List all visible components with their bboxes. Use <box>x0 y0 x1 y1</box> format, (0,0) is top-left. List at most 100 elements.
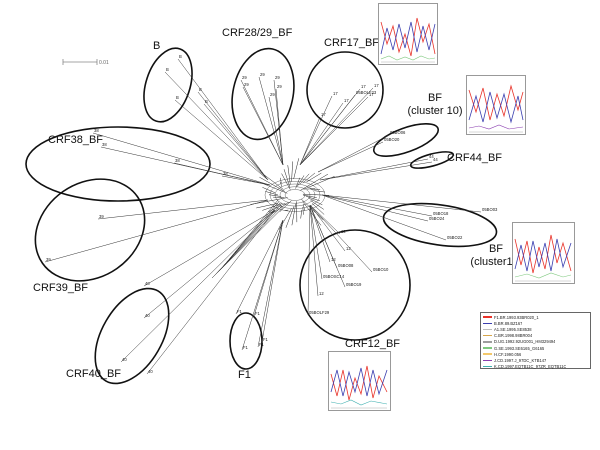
network-ring <box>264 178 326 212</box>
leaf-branch-crf40 <box>146 209 276 375</box>
leaf-label-crf40: 40 <box>148 369 153 374</box>
network-edge <box>291 161 293 182</box>
legend-swatch <box>483 359 492 362</box>
legend-swatch <box>483 322 492 325</box>
network-edge <box>265 191 279 196</box>
leaf-label-bf-cluster10: 05BO06 <box>390 130 406 135</box>
leaf-branch-bf-cluster10 <box>317 141 384 173</box>
leaf-label-f1: F1 <box>263 337 269 342</box>
leaf-label-crf17: 17 <box>344 98 349 103</box>
leaf-label-crf40: 40 <box>145 281 150 286</box>
legend-label: K.CD.1997.EQTB11C_97ZR_EQTB11C <box>494 364 567 370</box>
leaf-label-b: B <box>166 67 169 72</box>
network-edge <box>302 204 306 211</box>
leaf-branch-b <box>174 99 269 181</box>
cluster-ellipse-f1 <box>229 312 263 370</box>
cluster-ellipse-bf-cluster10 <box>372 123 440 157</box>
cluster-ellipses <box>25 47 498 385</box>
recombination-plot-cluster11 <box>512 222 575 284</box>
network-edge <box>293 158 299 180</box>
legend-label: J.CD.1997.J_97DC_KTB147 <box>494 357 547 363</box>
leaf-label-b: B <box>176 95 179 100</box>
network-ring <box>284 189 306 201</box>
leaf-branch-crf28-29 <box>242 86 284 166</box>
network-edge <box>279 181 283 187</box>
leaf-label-bf-cluster11: 05BO18 <box>433 211 449 216</box>
leaf-label-crf17: 17 <box>333 91 338 96</box>
legend-item: H.CF.1990.056 <box>483 351 588 357</box>
leaf-label-crf12: 05BOSC14 <box>323 274 345 279</box>
cluster-ellipse-b <box>143 47 193 123</box>
network-edge <box>305 195 321 202</box>
leaf-branch-f1 <box>261 219 284 343</box>
network-edge <box>260 182 288 194</box>
leaf-label-crf39: 39 <box>99 214 104 219</box>
leaf-branch-crf40 <box>143 209 276 287</box>
leaf-label-crf38: 38 <box>102 142 107 147</box>
leaf-branch-crf28-29 <box>258 76 284 166</box>
leaf-label-crf17: 17 <box>369 92 374 97</box>
cluster-ellipse-crf17 <box>306 51 384 129</box>
recombination-plot-crf17 <box>378 3 438 65</box>
cluster-label-crf40: CRF40_BF <box>66 368 122 380</box>
network-bundle <box>213 205 283 277</box>
leaf-label-crf38: 38 <box>94 128 99 133</box>
legend-item: B.BR.89.BZ167 <box>483 320 588 326</box>
cluster-label-f1: F1 <box>238 369 251 381</box>
leaf-branch-bf-cluster10 <box>317 134 390 173</box>
network-edge <box>302 201 322 226</box>
leaf-branch-crf39 <box>97 199 269 220</box>
legend-label: F1.BR.1993.93BR020_1 <box>494 314 539 320</box>
network-bundle <box>211 207 284 279</box>
leaf-label-crf28-29: 29 <box>242 75 247 80</box>
leaf-label-crf12: 12 <box>346 246 351 251</box>
cluster-ellipse-crf44 <box>409 151 455 169</box>
leaf-branch-crf12 <box>309 204 346 288</box>
leaf-branch-crf39 <box>44 199 269 263</box>
leaf-branch-crf12 <box>309 204 323 280</box>
cluster-label-crf28-29: CRF28/29_BF <box>222 27 293 39</box>
leaf-label-bf-cluster11: 05BO24 <box>429 216 445 221</box>
leaf-branches <box>44 58 482 375</box>
legend-swatch <box>483 341 492 343</box>
leaf-branch-crf12 <box>309 204 331 263</box>
leaf-branch-crf44 <box>319 161 433 181</box>
network-edge <box>281 173 291 190</box>
leaf-label-f1: F1 <box>259 342 265 347</box>
leaf-label-bf-cluster10: 05BO20 <box>384 137 400 142</box>
network-edge <box>302 172 316 184</box>
leaf-label-crf44: 44 <box>433 157 438 162</box>
cluster-label-b: B <box>153 40 161 52</box>
network-edge <box>291 203 296 226</box>
leaf-label-crf12: 05BO08 <box>338 263 354 268</box>
cluster-label-crf39: CRF39_BF <box>33 282 89 294</box>
legend-item: D.UG.1992.92UG001_HM329494 <box>483 339 588 345</box>
leaf-label-crf44: 44 <box>429 154 434 159</box>
leaf-branch-crf17 <box>299 87 374 166</box>
cluster-ellipse-crf38 <box>25 126 211 202</box>
legend-label: C.BR.1998.98BR004 <box>494 333 533 339</box>
leaf-branch-b <box>197 91 269 181</box>
recombination-plot-crf12-svg <box>330 365 388 409</box>
leaf-branch-f1 <box>257 219 284 348</box>
network-edge <box>297 175 305 187</box>
leaf-label-bf-cluster11: 05BO22 <box>447 235 463 240</box>
network-edge <box>314 190 325 193</box>
cluster-label-crf12: CRF12_BF <box>345 338 401 350</box>
leaf-label-crf28-29: 29 <box>277 84 282 89</box>
network-edge <box>287 165 291 185</box>
leaf-label-crf17: 17 <box>361 84 366 89</box>
legend-item: C.BR.1998.98BR004 <box>483 333 588 339</box>
leaf-branch-crf40 <box>143 209 276 319</box>
leaf-branch-crf17 <box>299 95 333 166</box>
leaf-branch-crf28-29 <box>275 88 284 166</box>
network-edge <box>256 203 278 209</box>
legend-swatch <box>483 334 492 337</box>
cluster-ellipse-bf-cluster11 <box>382 202 498 248</box>
cluster-ellipse-crf12 <box>299 229 411 341</box>
legend-label: H.CF.1990.056 <box>494 351 522 357</box>
leaf-branch-crf38 <box>92 132 271 186</box>
leaf-label-crf28-29: 29 <box>275 75 280 80</box>
leaf-label-crf39: 39 <box>46 257 51 262</box>
